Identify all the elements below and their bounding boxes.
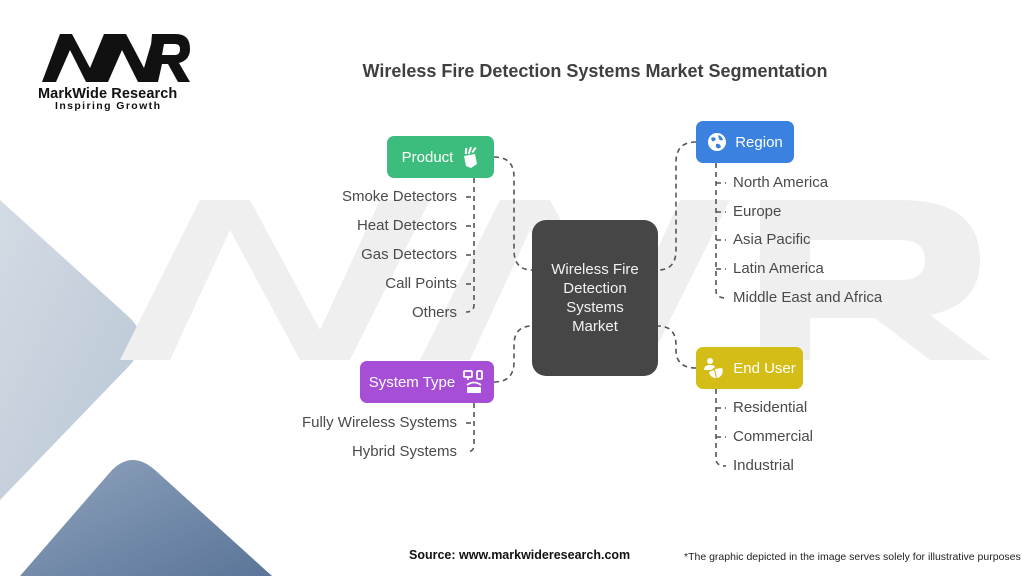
- logo-tagline: Inspiring Growth: [55, 100, 162, 112]
- product-item: Others: [411, 304, 457, 321]
- region-item: Latin America: [733, 260, 824, 277]
- center-node: Wireless Fire Detection Systems Market: [532, 220, 658, 376]
- bg-shape-light: [0, 200, 141, 500]
- center-label-line-1: Wireless Fire: [551, 261, 639, 278]
- product-items-trunk: [465, 178, 475, 313]
- region-item: Middle East and Africa: [733, 289, 883, 306]
- product-item: Gas Detectors: [361, 246, 457, 263]
- segment-region: Region: [696, 121, 794, 163]
- system-type-item: Hybrid Systems: [351, 443, 457, 460]
- center-label-line-4: Market: [572, 318, 618, 335]
- globe-icon: [708, 133, 727, 151]
- center-label-line-2: Detection: [563, 280, 627, 297]
- segment-system-type: System Type: [360, 361, 494, 403]
- network-devices-icon: [463, 370, 484, 393]
- region-item: Asia Pacific: [733, 231, 811, 248]
- segment-end-user: End User: [696, 347, 803, 389]
- logo-company-name: MarkWide Research: [38, 86, 178, 102]
- segment-region-label: Region: [735, 133, 783, 151]
- markwide-logo-mark: [42, 34, 190, 82]
- disclaimer-note: *The graphic depicted in the image serve…: [684, 551, 1021, 563]
- product-item: Call Points: [385, 275, 457, 292]
- users-chart-icon: [704, 358, 723, 379]
- system-type-items-trunk: [465, 403, 475, 453]
- connector-product: [493, 156, 533, 271]
- end-user-items-trunk: [715, 389, 727, 467]
- fire-extinguisher-icon: [464, 146, 478, 168]
- region-item: Europe: [733, 203, 782, 220]
- connector-end-user: [657, 325, 697, 369]
- center-label-line-3: Systems: [566, 299, 624, 316]
- connector-region: [657, 141, 697, 271]
- end-user-item: Residential: [733, 399, 808, 416]
- segment-product: Product: [387, 136, 494, 178]
- connector-system-type: [493, 325, 533, 383]
- region-items-trunk: [715, 163, 727, 299]
- page-title: Wireless Fire Detection Systems Market S…: [362, 61, 828, 81]
- product-item: Heat Detectors: [356, 217, 457, 234]
- segment-product-label: Product: [401, 148, 454, 166]
- end-user-item: Industrial: [733, 457, 794, 474]
- system-type-item: Fully Wireless Systems: [301, 414, 457, 431]
- bg-shape-dark: [20, 460, 272, 576]
- segment-system-type-label: System Type: [368, 373, 456, 391]
- end-user-item: Commercial: [733, 428, 814, 445]
- source-credit: Source: www.markwideresearch.com: [409, 548, 631, 562]
- product-item: Smoke Detectors: [341, 188, 457, 205]
- segment-end-user-label: End User: [733, 359, 796, 377]
- region-item: North America: [733, 174, 829, 191]
